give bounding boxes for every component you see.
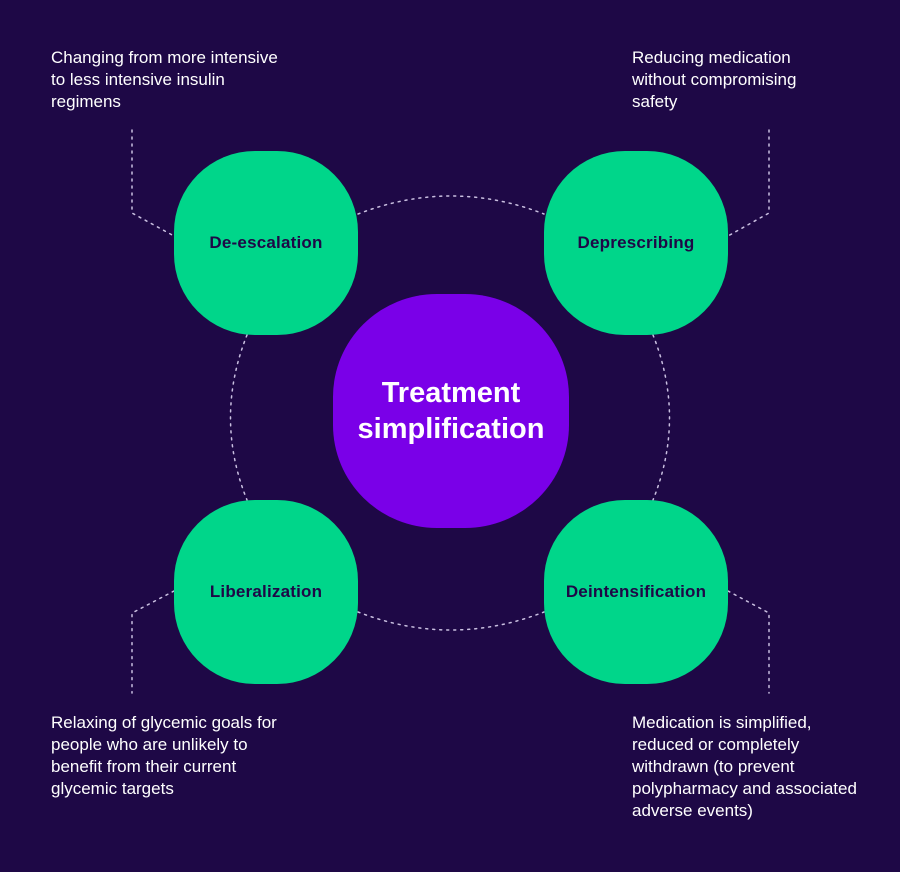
description-deprescribing: Reducing medication without compromising… [632, 48, 797, 111]
ring-arc-bottom [357, 611, 545, 631]
node-label-liberalization: Liberalization [209, 582, 323, 601]
node-de-escalation: De-escalation [174, 151, 358, 335]
node-deintensification: Deintensification [544, 500, 728, 684]
center-node-title: Treatment simplification [357, 377, 545, 445]
leader-line-de-escalation [131, 129, 175, 237]
leader-line-deintensification [727, 590, 770, 694]
leader-line-deprescribing [727, 129, 770, 237]
node-label-deprescribing: Deprescribing [577, 233, 695, 252]
description-de-escalation: Changing from more intensive to less int… [51, 48, 278, 111]
node-liberalization: Liberalization [174, 500, 358, 684]
ring-arc-top [357, 195, 545, 215]
node-deprescribing: Deprescribing [544, 151, 728, 335]
ring-arc-right [652, 334, 671, 501]
leader-line-liberalization [131, 590, 175, 694]
description-liberalization: Relaxing of glycemic goals for people wh… [51, 713, 277, 798]
ring-arc-left [229, 334, 248, 501]
node-label-de-escalation: De-escalation [209, 233, 323, 252]
description-deintensification: Medication is simplified, reduced or com… [632, 713, 857, 820]
center-node: Treatment simplification [333, 294, 569, 528]
node-label-deintensification: Deintensification [565, 582, 707, 601]
